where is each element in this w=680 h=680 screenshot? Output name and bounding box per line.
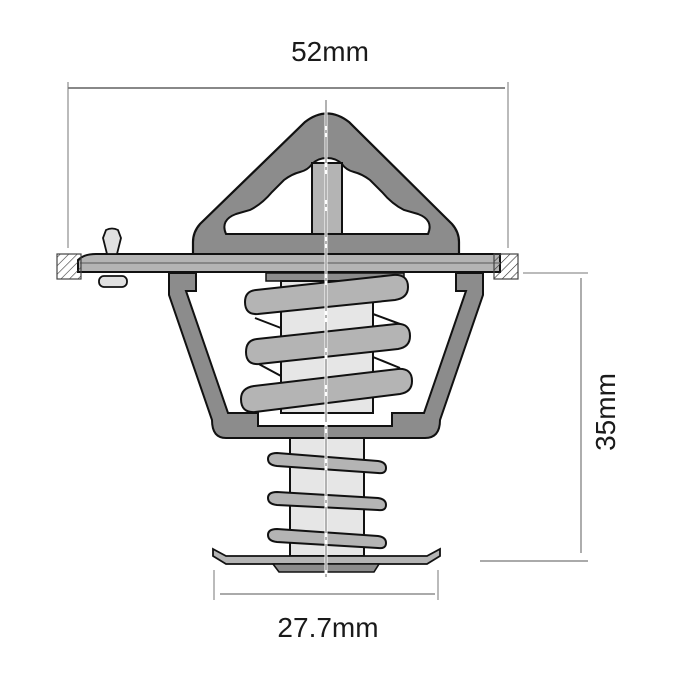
gasket-seal-left — [56, 253, 82, 280]
jiggle-valve — [98, 227, 128, 288]
dimension-52mm — [67, 82, 509, 248]
dimension-label-27-7mm: 27.7mm — [277, 612, 379, 643]
dimension-35mm — [480, 272, 588, 562]
dimension-27-7mm — [213, 570, 439, 600]
dimension-label-35mm: 35mm — [590, 373, 621, 451]
flange — [77, 253, 501, 273]
gasket-seal-right — [493, 253, 519, 280]
dimension-label-52mm: 52mm — [291, 36, 369, 67]
